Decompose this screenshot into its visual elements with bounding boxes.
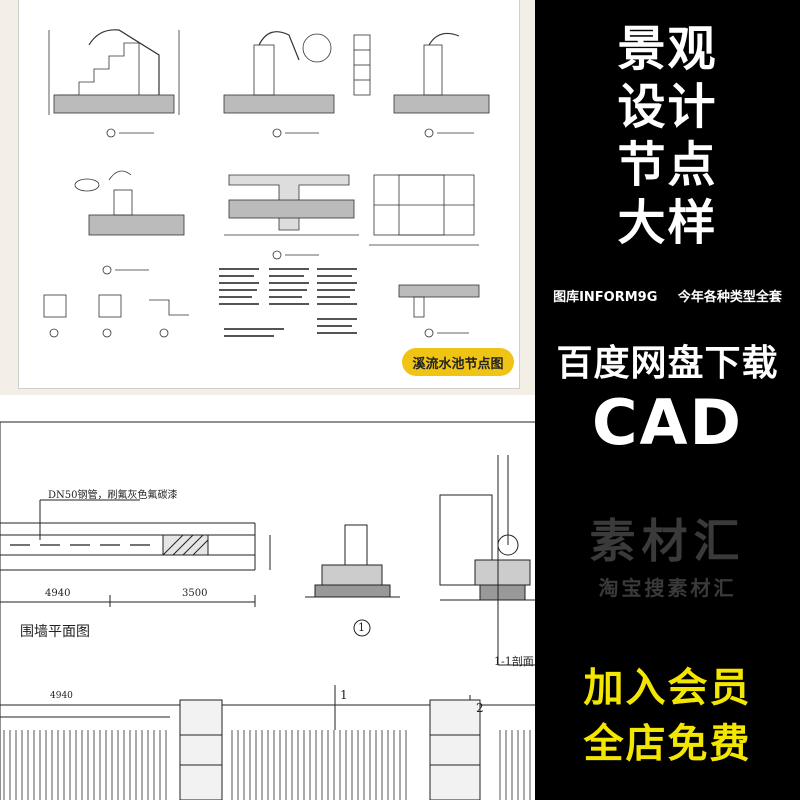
cad-sheet-stream-pool: 溪流水池节点图 bbox=[18, 0, 520, 389]
dimension-left-label: 4940 bbox=[45, 588, 71, 599]
membership-cta: 加入会员 全店免费 bbox=[535, 660, 800, 772]
plan-title: 围墙平面图 bbox=[20, 624, 90, 640]
dimension-right-label: 3500 bbox=[182, 588, 208, 599]
caption-left: 图库INFORM9G bbox=[553, 290, 658, 305]
caption-right: 今年各种类型全套 bbox=[677, 290, 782, 305]
section-mark-2: 2 bbox=[476, 701, 484, 715]
download-text: 百度网盘下载 bbox=[556, 343, 779, 384]
title-line-4: 大样 bbox=[617, 195, 718, 251]
stream-pool-badge: 溪流水池节点图 bbox=[402, 348, 514, 376]
promo-sidebar: 景观 设计 节点 大样 图库INFORM9G 今年各种类型全套 百度网盘下载 C… bbox=[535, 0, 800, 800]
cad-drawing-stream-pool bbox=[43, 29, 490, 338]
section-mark-1: 1 bbox=[340, 688, 348, 702]
detail-mark: 1 bbox=[358, 621, 365, 634]
bottom-drawing-panel: DN50钢管，刷氟灰色氟碳漆 4940 3500 围墙平面图 4940 1 2 … bbox=[0, 395, 535, 800]
title-line-3: 节点 bbox=[617, 137, 718, 193]
title-line-1: 景观 bbox=[617, 21, 718, 77]
watermark-sub: 淘宝搜素材汇 bbox=[598, 576, 737, 600]
format-text: CAD bbox=[592, 386, 743, 459]
top-drawing-panel: 溪流水池节点图 bbox=[0, 0, 535, 395]
title-line-2: 设计 bbox=[617, 79, 718, 135]
dimension-bottom-left-label: 4940 bbox=[50, 691, 73, 701]
pipe-note-label: DN50钢管，刷氟灰色氟碳漆 bbox=[48, 490, 178, 501]
watermark-main: 素材汇 bbox=[589, 514, 746, 568]
section-title: 1-1剖面 bbox=[494, 655, 534, 668]
cta-line-2: 全店免费 bbox=[583, 721, 752, 767]
promo-caption: 图库INFORM9G 今年各种类型全套 bbox=[535, 286, 800, 305]
cta-line-1: 加入会员 bbox=[583, 665, 752, 711]
promo-title: 景观 设计 节点 大样 bbox=[535, 20, 800, 252]
cad-drawing-fence-plan bbox=[0, 421, 535, 800]
